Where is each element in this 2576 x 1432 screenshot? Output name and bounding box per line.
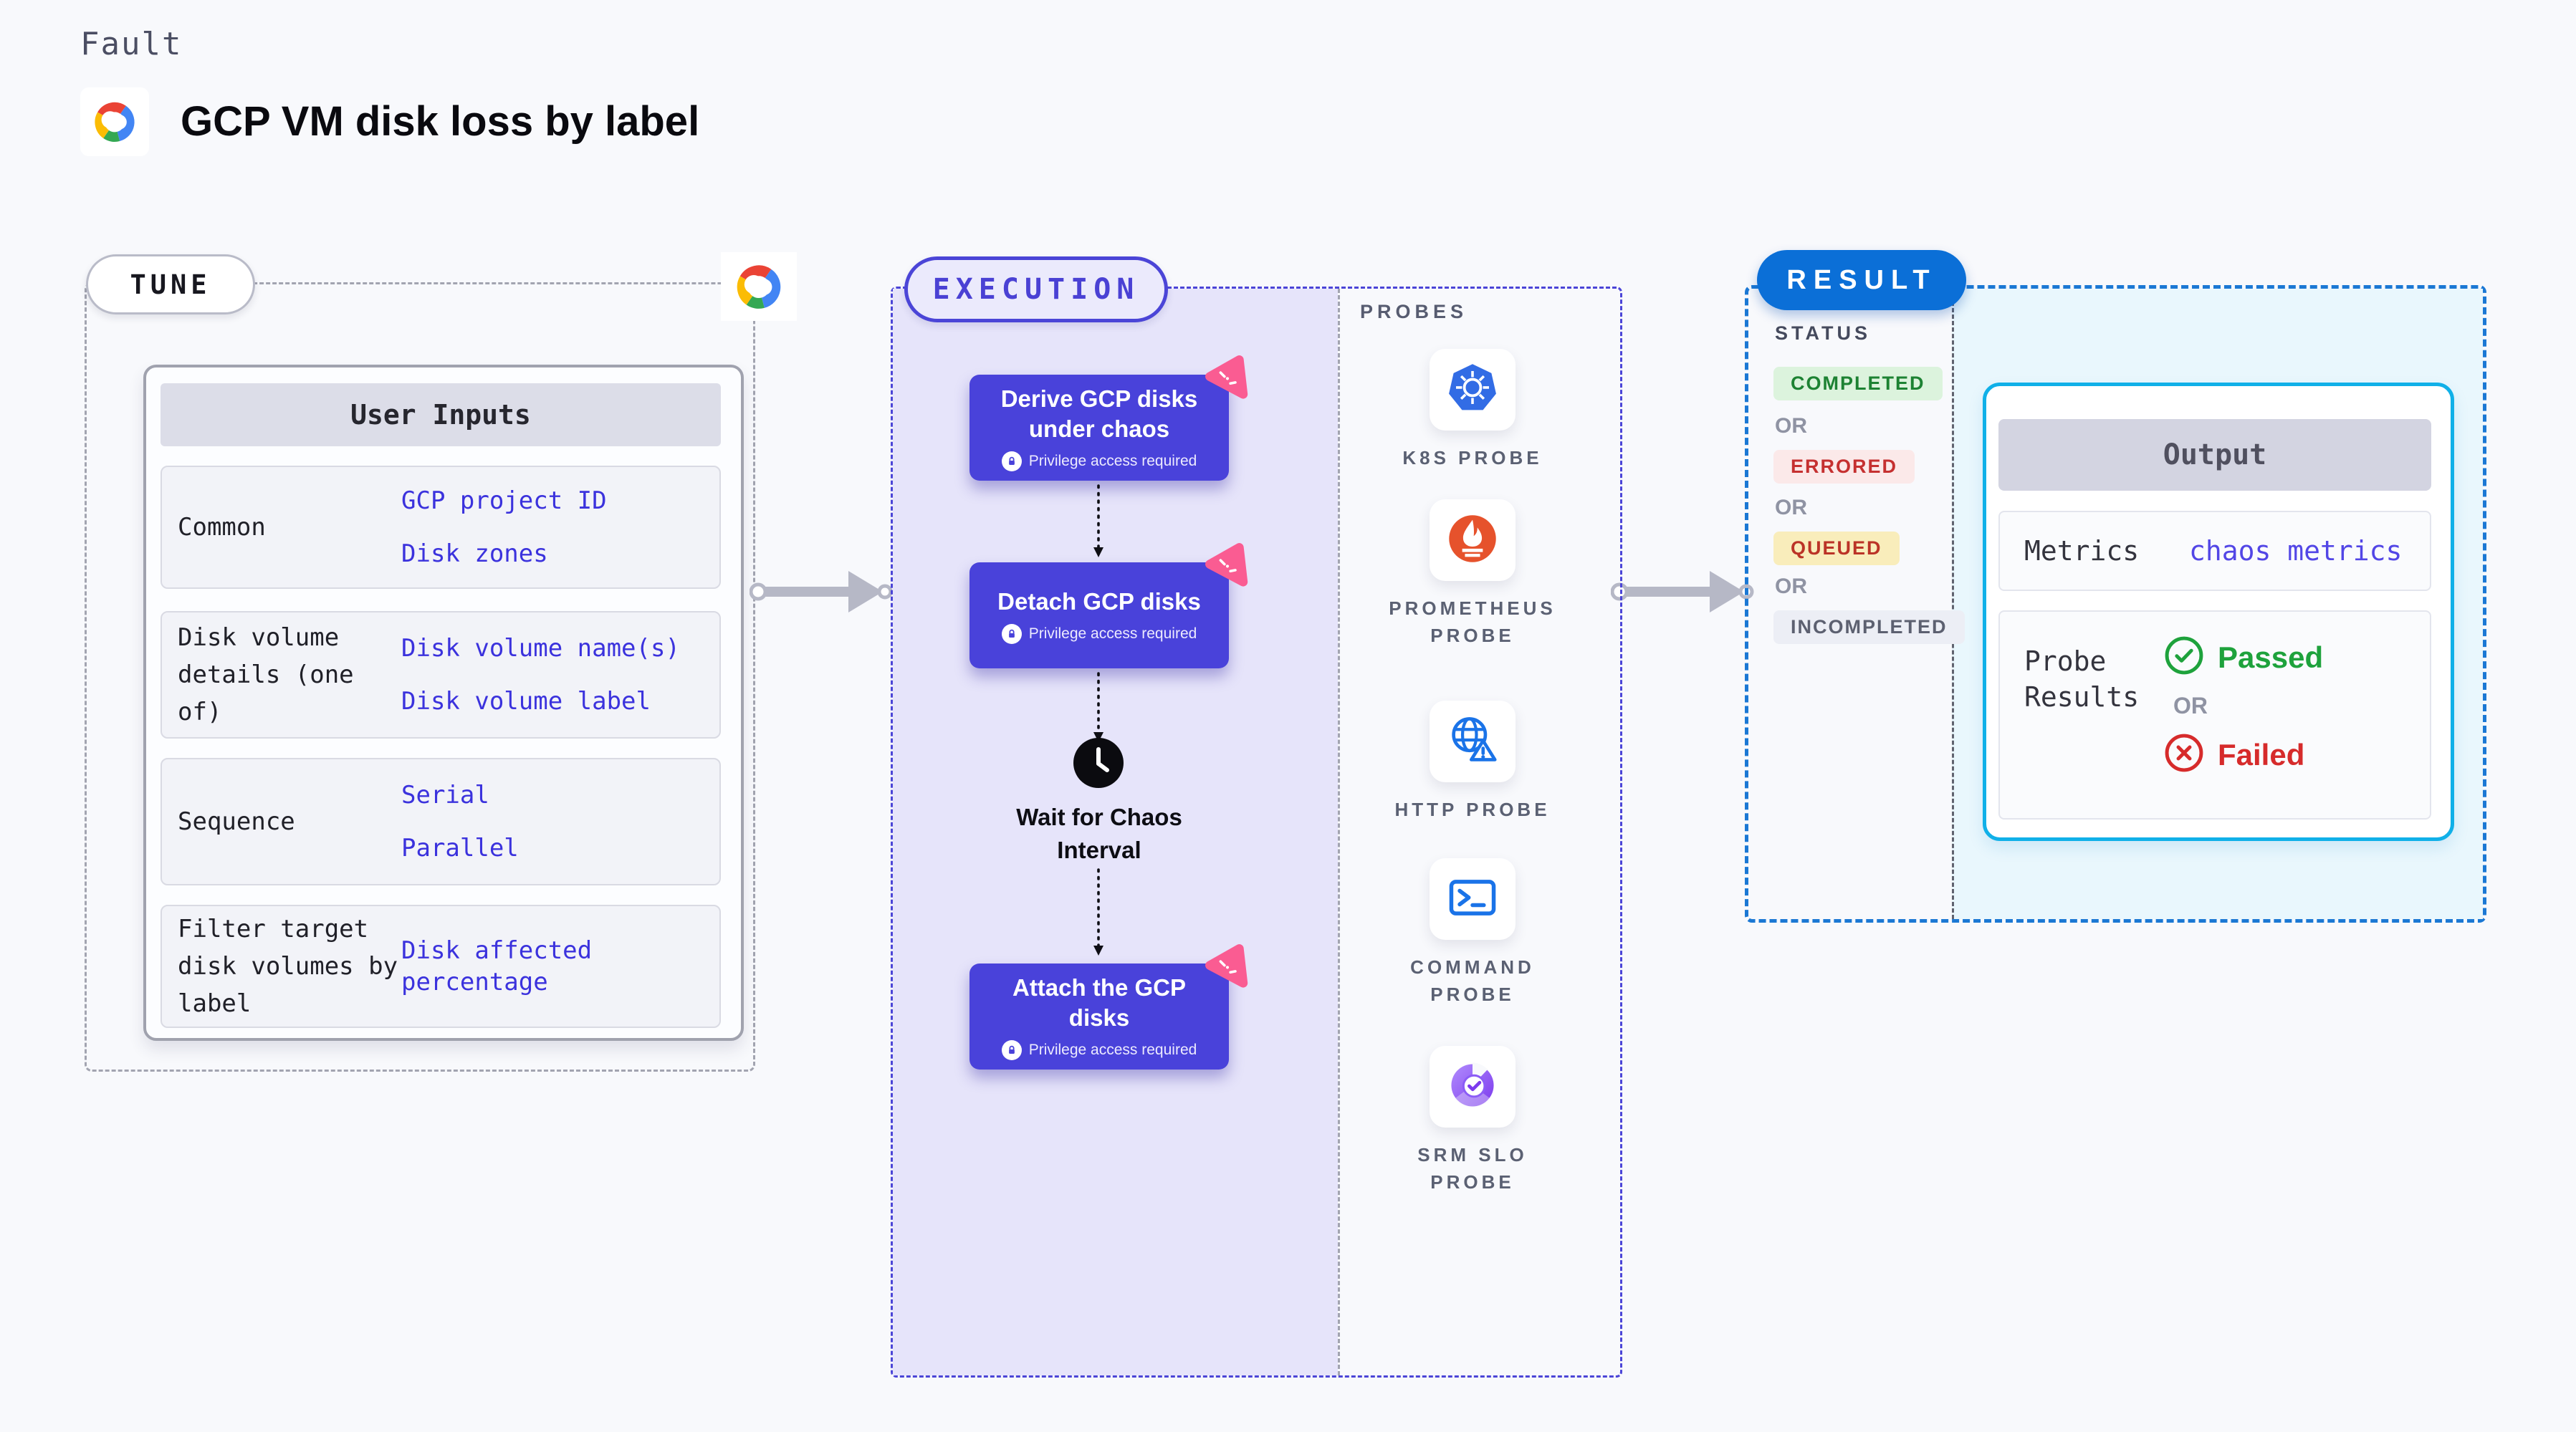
privilege-row: Privilege access required <box>1001 451 1197 471</box>
status-badge-errored: ERRORED <box>1773 450 1915 484</box>
gcp-cloud-icon <box>727 259 790 314</box>
lock-icon <box>1001 451 1022 471</box>
status-heading: STATUS <box>1775 322 1871 344</box>
step-detach-gcp-disks: Detach GCP disks Privilege access requir… <box>969 562 1229 668</box>
privilege-row: Privilege access required <box>1001 1040 1197 1060</box>
flow-arrow-down <box>1091 484 1106 562</box>
failed-label: Failed <box>2218 737 2305 772</box>
user-inputs-header: User Inputs <box>161 383 721 446</box>
execution-badge: EXECUTION <box>904 256 1168 322</box>
probe-card-http <box>1430 701 1516 782</box>
chaos-experiment-icon <box>1204 354 1251 405</box>
probe-label-http: HTTP PROBE <box>1394 799 1551 820</box>
tune-to-execution-arrow <box>749 567 893 620</box>
flow-arrow-down <box>1091 672 1106 747</box>
row-label: Filter target disk volumes by label <box>178 915 398 1018</box>
row-values: Disk volume name(s) Disk volume label <box>401 612 702 737</box>
lock-icon <box>1001 1040 1022 1060</box>
privilege-row: Privilege access required <box>1001 624 1197 644</box>
probes-to-result-arrow <box>1610 567 1754 620</box>
flow-arrow-down <box>1091 868 1106 961</box>
step-attach-gcp-disks: Attach the GCP disks Privilege access re… <box>969 964 1229 1070</box>
privilege-note: Privilege access required <box>1028 1042 1197 1058</box>
chaos-experiment-icon <box>1204 542 1251 592</box>
http-probe-icon <box>1445 713 1500 771</box>
user-input-row-filter: Filter target disk volumes by label Disk… <box>161 905 721 1028</box>
row-values: Serial Parallel <box>401 759 702 884</box>
status-or: OR <box>1775 575 1807 598</box>
prometheus-probe-icon <box>1445 511 1500 570</box>
row-values: Disk affected percentage <box>401 906 702 1027</box>
status-badge-completed: COMPLETED <box>1773 367 1943 400</box>
probe-passed-result: Passed <box>2163 635 2323 680</box>
probe-label-prometheus: PROMETHEUS PROBE <box>1389 597 1556 646</box>
input-link[interactable]: Disk volume label <box>401 687 651 716</box>
input-link[interactable]: GCP project ID <box>401 486 607 515</box>
probes-heading: PROBES <box>1360 301 1468 322</box>
fault-eyebrow: Fault <box>80 26 183 62</box>
probe-failed-result: Failed <box>2163 732 2323 777</box>
status-badge-queued: QUEUED <box>1773 532 1900 565</box>
probe-card-k8s <box>1430 349 1516 431</box>
gcp-logo-small <box>721 252 797 321</box>
probe-card-command <box>1430 858 1516 940</box>
row-label: Sequence <box>178 807 295 836</box>
probe-label-command: COMMAND PROBE <box>1410 956 1535 1005</box>
status-or: OR <box>1775 414 1807 438</box>
tune-section-box <box>85 282 755 1072</box>
probe-results-values: Passed OR Failed <box>2163 635 2323 777</box>
user-input-row-common: Common GCP project ID Disk zones <box>161 466 721 589</box>
step-title: Attach the GCP disks <box>1012 974 1187 1031</box>
tune-badge: TUNE <box>86 254 255 314</box>
x-circle-icon <box>2163 732 2205 777</box>
output-metrics-row: Metrics chaos metrics <box>1998 511 2431 591</box>
gcp-logo-large <box>80 87 149 156</box>
status-or: OR <box>1775 496 1807 519</box>
page-title: GCP VM disk loss by label <box>181 98 700 145</box>
gcp-cloud-icon <box>86 97 143 148</box>
probe-label-k8s: K8S PROBE <box>1402 447 1543 468</box>
privilege-note: Privilege access required <box>1028 453 1197 469</box>
passed-label: Passed <box>2218 640 2324 674</box>
step-title: Detach GCP disks <box>997 588 1201 615</box>
row-label: Disk volume details (one of) <box>178 623 354 726</box>
input-link[interactable]: Disk volume name(s) <box>401 634 680 663</box>
input-link[interactable]: Parallel <box>401 834 519 862</box>
row-values: GCP project ID Disk zones <box>401 467 702 587</box>
lock-icon <box>1001 624 1022 644</box>
k8s-probe-icon <box>1445 361 1500 419</box>
output-probe-results-row: Probe Results Passed OR <box>1998 610 2431 820</box>
chaos-experiment-icon <box>1204 943 1251 994</box>
metrics-label: Metrics <box>2024 535 2140 567</box>
wait-step-label: Wait for Chaos Interval <box>1016 804 1182 863</box>
probe-label-srm-slo: SRM SLO PROBE <box>1417 1144 1528 1193</box>
status-badge-incompleted: INCOMPLETED <box>1773 610 1965 644</box>
result-divider <box>1952 289 1954 919</box>
input-link[interactable]: Disk affected percentage <box>401 936 593 996</box>
output-header: Output <box>1998 419 2431 491</box>
privilege-note: Privilege access required <box>1028 625 1197 642</box>
probe-or: OR <box>2173 693 2208 719</box>
execution-probes-divider <box>1338 289 1340 1375</box>
command-probe-icon <box>1445 870 1500 928</box>
step-title: Derive GCP disks under chaos <box>1000 385 1198 442</box>
chaos-metrics-link[interactable]: chaos metrics <box>2189 535 2403 567</box>
user-input-row-disk-volume: Disk volume details (one of) Disk volume… <box>161 611 721 739</box>
user-input-row-sequence: Sequence Serial Parallel <box>161 758 721 885</box>
input-link[interactable]: Disk zones <box>401 539 548 568</box>
result-badge: RESULT <box>1757 250 1966 310</box>
step-derive-gcp-disks: Derive GCP disks under chaos Privilege a… <box>969 375 1229 481</box>
clock-icon <box>1073 738 1124 788</box>
row-label: Common <box>178 513 266 542</box>
probe-card-prometheus <box>1430 499 1516 581</box>
input-link[interactable]: Serial <box>401 781 489 809</box>
wait-for-chaos-step: Wait for Chaos Interval <box>969 801 1229 867</box>
probe-card-srm-slo <box>1430 1046 1516 1128</box>
check-circle-icon <box>2163 635 2205 680</box>
srm-slo-probe-icon <box>1445 1058 1500 1116</box>
probe-results-label: Probe Results <box>2024 645 2140 713</box>
